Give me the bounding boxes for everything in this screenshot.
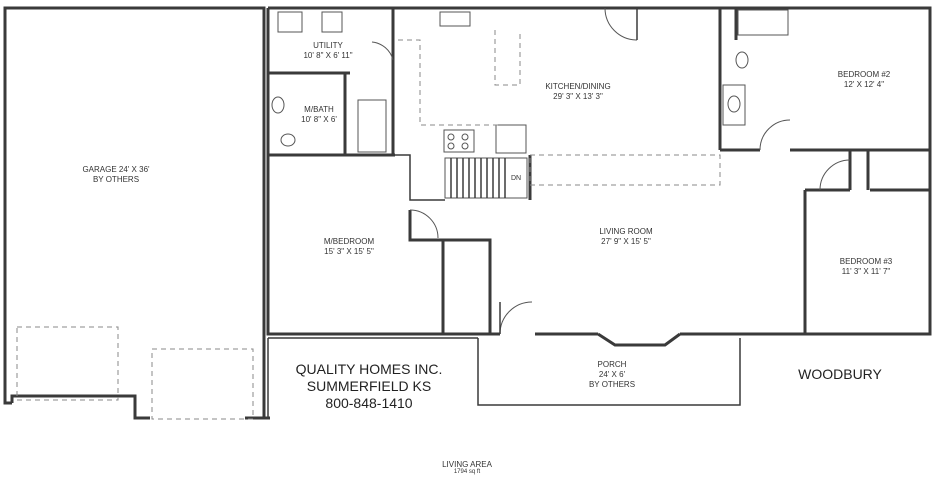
- bedroom2-dims: 12' X 12' 4": [843, 80, 885, 89]
- utility-dims: 10' 8" X 6' 11": [303, 51, 353, 60]
- kitchen-fixtures: [398, 11, 721, 186]
- garage-name: GARAGE 24' X 36': [82, 165, 150, 174]
- porch-note: BY OTHERS: [588, 380, 636, 389]
- utility-label: UTILITY 10' 8" X 6' 11": [303, 41, 352, 61]
- builder-phone: 800-848-1410: [325, 395, 413, 411]
- mbath-name: M/BATH: [304, 105, 334, 114]
- bedroom2-label: BEDROOM #2 12' X 12' 4": [838, 70, 890, 90]
- builder-location: SUMMERFIELD KS: [306, 378, 432, 394]
- mbath-label: M/BATH 10' 8" X 6': [301, 105, 337, 125]
- kitchen-dims: 29' 3" X 13' 3": [553, 92, 603, 101]
- living-name: LIVING ROOM: [599, 227, 653, 236]
- interior-walls: [266, 8, 930, 334]
- bay-window-porch: [477, 332, 741, 406]
- mbedroom-label: M/BEDROOM 15' 3" X 15' 5": [324, 237, 374, 257]
- kitchen-label: KITCHEN/DINING 29' 3" X 13' 3": [545, 82, 610, 102]
- staircase: [444, 157, 528, 199]
- utility-name: UTILITY: [313, 41, 343, 50]
- bedroom3-name: BEDROOM #3: [839, 257, 893, 266]
- kitchen-name: KITCHEN/DINING: [545, 82, 611, 91]
- mbath-dims: 10' 8" X 6': [301, 115, 337, 124]
- bedroom2-name: BEDROOM #2: [837, 70, 891, 79]
- bath-fixtures: [271, 9, 789, 153]
- door-swings: [371, 7, 851, 335]
- living-label: LIVING ROOM 27' 9" X 15' 5": [599, 227, 652, 247]
- stairs-dn-label: DN: [510, 175, 522, 182]
- porch-dims: 24' X 6': [598, 370, 626, 379]
- garage-walls: [3, 6, 270, 420]
- model-name: WOODBURY: [798, 366, 882, 382]
- mbedroom-name: M/BEDROOM: [323, 237, 375, 246]
- bedroom3-label: BEDROOM #3 11' 3" X 11' 7": [840, 257, 892, 277]
- porch-label: PORCH 24' X 6' BY OTHERS: [589, 360, 635, 390]
- bedroom3-dims: 11' 3" X 11' 7": [841, 267, 891, 276]
- porch-name: PORCH: [597, 360, 627, 369]
- living-area-label: LIVING AREA: [442, 460, 492, 469]
- garage-note: BY OTHERS: [92, 175, 140, 184]
- living-dims: 27' 9" X 15' 5": [601, 237, 651, 246]
- living-area: LIVING AREA 1794 sq ft: [442, 460, 492, 475]
- living-area-value: 1794 sq ft: [453, 469, 481, 475]
- builder-name: QUALITY HOMES INC.: [295, 361, 443, 377]
- mbedroom-dims: 15' 3" X 15' 5": [324, 247, 374, 256]
- builder-block: QUALITY HOMES INC. SUMMERFIELD KS 800-84…: [296, 361, 443, 412]
- garage-label: GARAGE 24' X 36' BY OTHERS: [82, 165, 149, 185]
- house-exterior-walls: [266, 6, 932, 418]
